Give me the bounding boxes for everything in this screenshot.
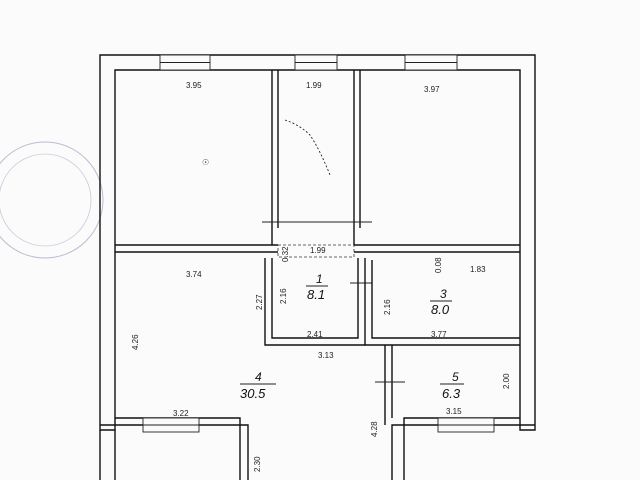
- room-5-area: 6.3: [442, 386, 461, 401]
- passage-dashed: [277, 244, 355, 258]
- room-5-number: 5: [452, 370, 459, 384]
- wall-room-1: [264, 258, 365, 346]
- dim-room4-inner-right: 2.27: [255, 294, 264, 310]
- room-4-number: 4: [255, 370, 262, 384]
- symbol-mark: ☉: [202, 158, 209, 167]
- stamp-seal: [0, 141, 104, 259]
- wall-top-divider-2: [353, 70, 361, 245]
- room-4-area: 30.5: [240, 386, 266, 401]
- dim-room4-stair: 2.30: [253, 456, 262, 472]
- dim-room1-height: 2.16: [279, 288, 288, 304]
- dim-corridor-height: 4.28: [370, 421, 379, 437]
- room-1-number: 1: [316, 272, 323, 286]
- dim-top-right: 3.97: [424, 85, 440, 94]
- dim-passage-depth: 0.32: [281, 246, 290, 262]
- room-3-area: 8.0: [431, 302, 450, 317]
- dim-room3-bottom: 3.77: [431, 330, 447, 339]
- dim-passage-width: 1.99: [310, 246, 326, 255]
- dim-room1-below: 3.13: [318, 351, 334, 360]
- dim-top-left: 3.95: [186, 81, 202, 90]
- dim-room3-height: 2.16: [383, 299, 392, 315]
- wall-top-divider-1: [271, 70, 279, 245]
- dim-top-mid: 1.99: [306, 81, 322, 90]
- dim-room3-small: 0.08: [434, 257, 443, 273]
- room-3-number: 3: [440, 287, 447, 301]
- hatching: [284, 119, 331, 176]
- dim-room4-height-left: 4.26: [131, 334, 140, 350]
- bottom-left-wall: [99, 417, 249, 480]
- outer-wall: [99, 54, 536, 431]
- dim-room5-height: 2.00: [502, 373, 511, 389]
- wall-room-3: [364, 258, 520, 346]
- dim-room5-bottom: 3.15: [446, 407, 462, 416]
- dim-room4-bottom: 3.22: [173, 409, 189, 418]
- dim-room4-top: 3.74: [186, 270, 202, 279]
- room-1-area: 8.1: [307, 287, 325, 302]
- dim-room1-bottom: 2.41: [307, 330, 323, 339]
- dim-room3-top: 1.83: [470, 265, 486, 274]
- wall-horizontal-mid: [115, 244, 520, 253]
- wall-room-5: [384, 345, 393, 425]
